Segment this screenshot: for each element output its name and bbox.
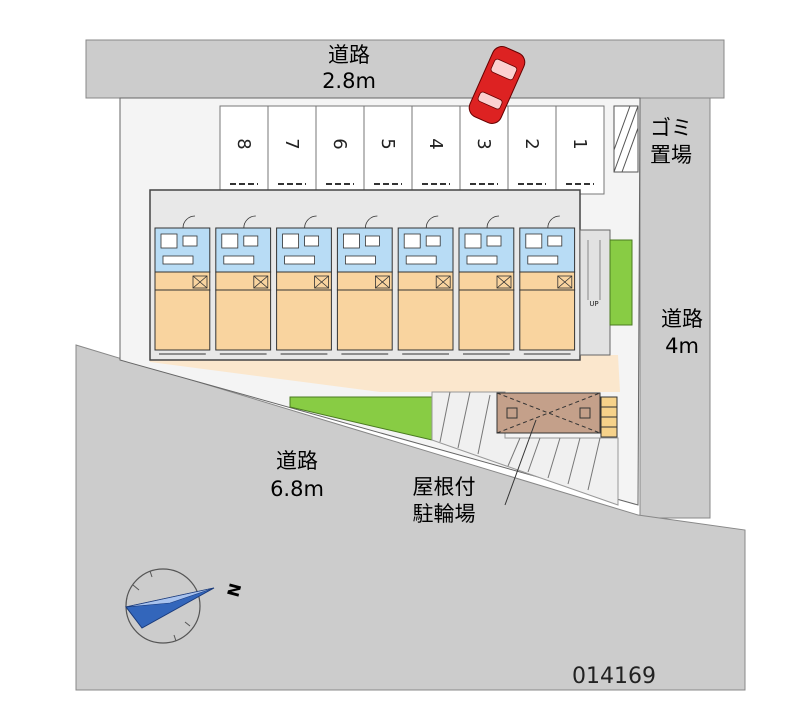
apartment-unit [458,215,515,355]
car-icon [468,46,526,124]
road-top-name: 道路 [328,43,370,67]
kitchen-icon [405,255,437,265]
toilet-icon [547,235,563,247]
closet-icon [253,275,269,289]
road-bottom-width: 6.8m [270,477,324,501]
parking-space-5 [363,105,413,195]
living-room [458,289,515,351]
bath-icon [525,233,543,249]
living-room [154,289,211,351]
apartment-unit [519,215,576,355]
closet-mark [557,275,573,289]
bath-icon [464,233,482,249]
parking-space-number: 7 [281,138,302,149]
living-room [397,289,454,351]
closet-mark [496,275,512,289]
closet-icon [314,275,330,289]
parking-space-1 [555,105,605,195]
toilet-icon [243,235,259,247]
road-top [85,39,725,99]
walkway [150,355,620,392]
kitchen-icon [284,255,316,265]
parking-space-number: 3 [473,138,494,149]
toilet-icon [364,235,380,247]
kitchen-icon [527,255,559,265]
living-room [215,289,272,351]
apartment-unit [215,215,272,355]
bath-icon [282,233,300,249]
closet-icon [435,275,451,289]
road-bottom-name: 道路 [276,449,318,473]
living-room [276,289,332,351]
living-room [519,289,576,351]
door-swing [304,215,317,229]
parking-spaces: 8 7 6 5 4 3 2 1 [219,105,605,195]
door-swing [425,215,439,229]
parking-space-number: 6 [329,138,350,149]
door-swing [547,215,560,229]
door-swing [486,215,500,229]
apartment-unit [336,215,393,355]
bike-parking-area [431,391,619,506]
parking-space-4 [411,105,461,195]
bike-roof [496,392,601,434]
bath-icon [403,233,421,249]
road-bottom [75,344,746,691]
closet-mark [314,275,329,289]
parking-space-6 [315,105,365,195]
toilet-icon [182,235,198,247]
door-swing [182,215,196,229]
bath-icon [342,233,360,249]
parking-space-8 [219,105,269,195]
garbage-area [613,105,639,173]
parking-space-number: 2 [521,138,542,149]
bath-icon [160,233,178,249]
closet-mark [253,275,269,289]
closet-icon [374,275,390,289]
stairs: UP [579,229,611,356]
parking-space-2 [507,105,557,195]
bike-rack [600,396,618,438]
closet-mark [435,275,451,289]
parking-space-number: 4 [425,138,446,149]
bath-icon [221,233,239,249]
svg-text:UP: UP [589,300,598,308]
closet-mark [192,275,208,289]
leader-line [504,419,537,506]
apartment-units [154,215,576,355]
apartment-unit [276,215,332,355]
parking-space-number: 5 [377,138,398,149]
greenery-right [609,239,633,326]
kitchen-icon [162,255,194,265]
property-code: 014169 [572,664,656,689]
road-right-name: 道路 [661,307,703,331]
parking-space-7 [267,105,317,195]
compass-icon [125,568,215,644]
compass-north-label: N [224,581,246,599]
parking-space-number: 8 [233,138,254,149]
garbage-label-line2: 置場 [650,143,692,167]
apartment-unit [154,215,211,355]
bike-parking-label-line1: 屋根付 [413,475,476,499]
kitchen-icon [223,255,255,265]
road-right-width: 4m [665,334,699,358]
garbage-label-line1: ゴミ [650,116,692,140]
parking-space-number: 1 [569,138,590,149]
door-swing [243,215,256,229]
closet-icon [557,275,573,289]
closet-mark [375,275,390,289]
toilet-icon [486,235,502,247]
closet-icon [192,275,208,289]
door-swing [365,215,378,229]
closet-icon [496,275,512,289]
apartment-unit [397,215,454,355]
toilet-icon [304,235,320,247]
bike-parking-label-line2: 駐輪場 [413,502,476,526]
kitchen-icon [466,255,498,265]
kitchen-icon [344,255,376,265]
toilet-icon [425,235,441,247]
road-top-width: 2.8m [322,69,376,93]
living-room [336,289,393,351]
road-right [639,97,711,519]
